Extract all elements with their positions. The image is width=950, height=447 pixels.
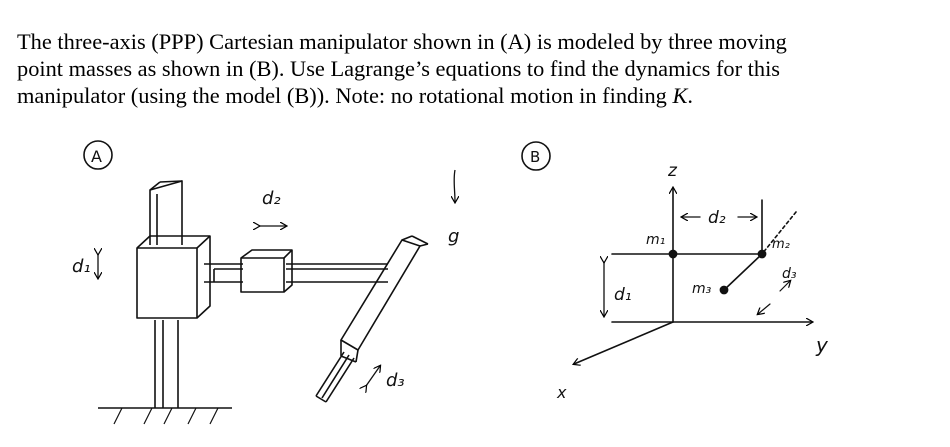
b-d3-label: d₃ <box>782 266 797 282</box>
b-d3-arrow-up <box>779 281 790 292</box>
d3-label: d₃ <box>386 370 405 391</box>
x-axis <box>574 321 674 364</box>
figure-a-manipulator-drawing <box>83 140 455 425</box>
problem-line-1: The three-axis (PPP) Cartesian manipulat… <box>17 29 787 54</box>
d1-label: d₁ <box>72 256 91 277</box>
x-axis-label: x <box>556 383 567 402</box>
gravity-label: g <box>448 226 459 247</box>
figure-b-tag: B <box>530 148 540 166</box>
m3-label: m₃ <box>692 281 712 297</box>
figure-a-labels: A d₁ d₂ d₃ g <box>72 147 459 391</box>
m1-point <box>668 249 678 259</box>
m2-m3-link <box>723 253 763 291</box>
figure-b-tag-circle <box>521 141 551 171</box>
problem-line-2: point masses as shown in (B). Use Lagran… <box>17 56 781 81</box>
gravity-arrow <box>454 169 455 202</box>
column-carriage-block <box>136 235 211 319</box>
figure-a-tag-circle <box>83 140 113 170</box>
diagonal-link <box>340 235 429 363</box>
b-d3-arrow-down <box>758 303 771 314</box>
figure-b-point-mass-model <box>521 141 812 364</box>
d3-arrow <box>366 366 380 386</box>
z-axis-label: z <box>667 161 678 181</box>
point-masses <box>668 249 767 295</box>
arm-sliding-block <box>240 249 293 293</box>
m2-point <box>757 249 767 259</box>
y-axis-label: y <box>815 333 829 357</box>
problem-statement: The three-axis (PPP) Cartesian manipulat… <box>17 28 927 109</box>
m2-label: m₂ <box>772 237 790 252</box>
kinetic-energy-symbol: K <box>672 83 688 108</box>
d2-label: d₂ <box>262 188 281 209</box>
b-d1-label: d₁ <box>614 285 632 305</box>
ground-hatching <box>113 407 219 425</box>
figure-b-labels: B z y x d₁ d₂ d₃ m₁ m₂ m₃ <box>530 148 829 402</box>
vertical-column <box>154 320 179 408</box>
m3-point <box>719 285 729 295</box>
figure-a-tag: A <box>91 147 102 166</box>
problem-line-3: manipulator (using the model (B)). Note:… <box>17 82 927 109</box>
problem-line-3-end: . <box>687 83 693 108</box>
problem-line-3-text: manipulator (using the model (B)). Note:… <box>17 83 673 108</box>
m3-extension <box>761 211 797 255</box>
end-effector-rod <box>315 351 355 403</box>
b-d2-label: d₂ <box>708 208 726 228</box>
horizontal-arm <box>204 263 388 283</box>
m1-label: m₁ <box>646 232 665 248</box>
